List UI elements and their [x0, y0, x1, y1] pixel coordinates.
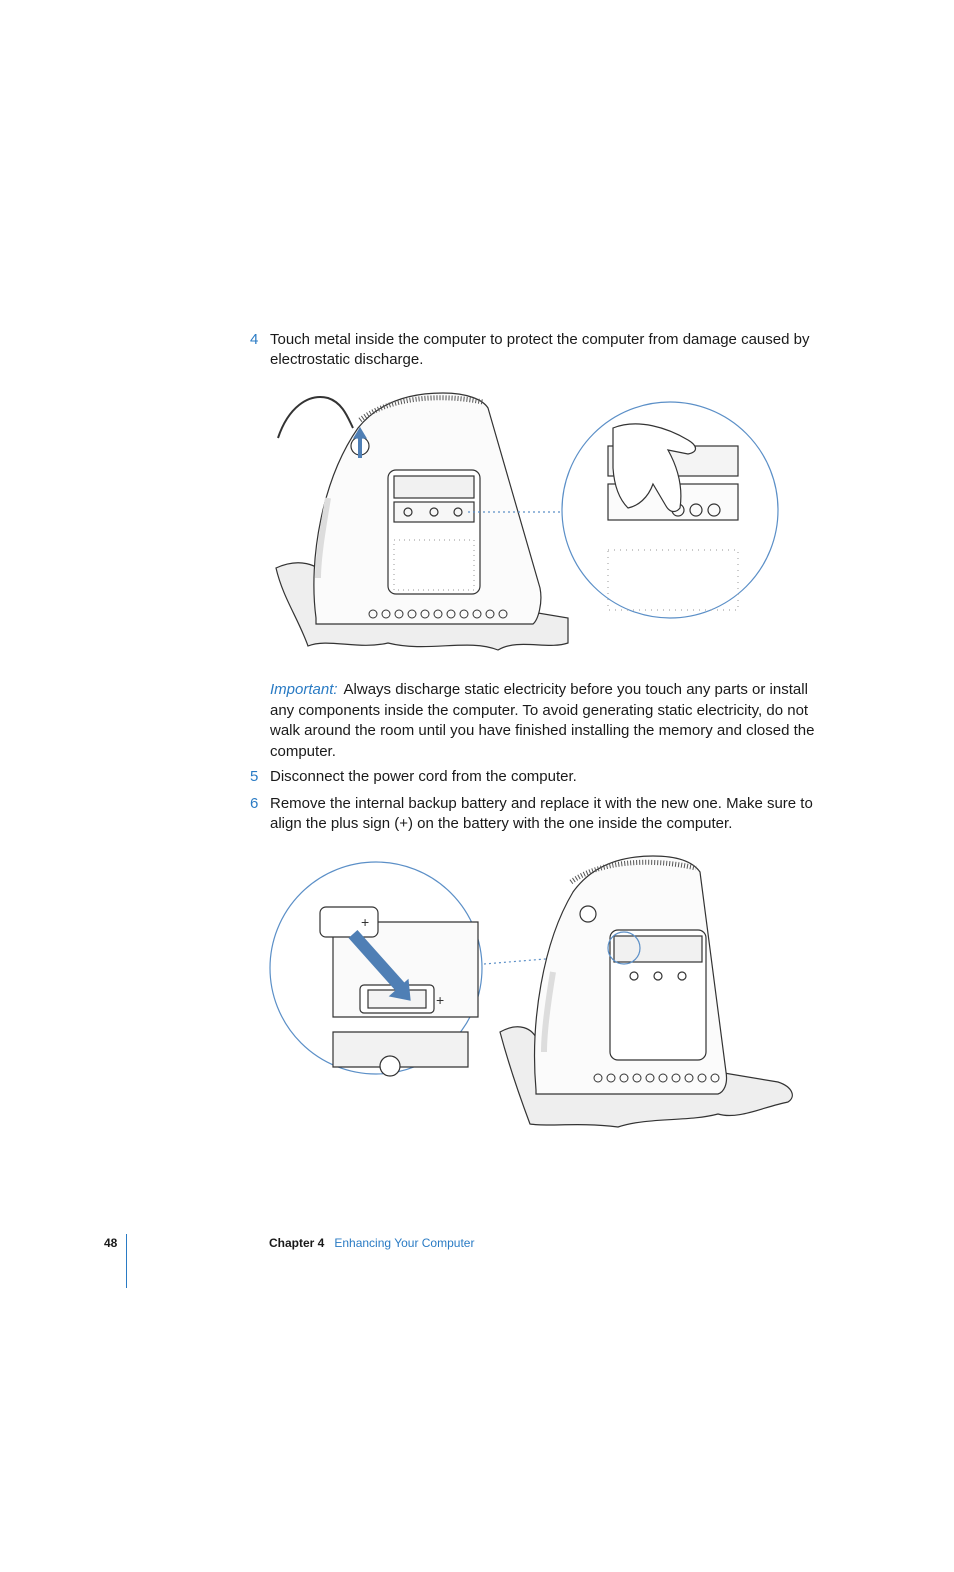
footer-chapter: Chapter 4 Enhancing Your Computer [269, 1236, 474, 1250]
figure-replace-battery: + + [269, 855, 793, 1128]
step-text: Disconnect the power cord from the compu… [270, 768, 577, 785]
step-number: 6 [250, 795, 259, 812]
power-cord [277, 396, 354, 439]
chapter-title: Enhancing Your Computer [334, 1236, 475, 1250]
battery [319, 906, 379, 938]
step-number: 4 [250, 331, 259, 348]
battery-plus-sign: + [361, 914, 369, 930]
holder-plus-sign: + [436, 992, 444, 1008]
battery-detail [319, 906, 479, 1077]
hand [612, 423, 697, 513]
page-number: 48 [104, 1236, 118, 1250]
important-note: Important:Always discharge static electr… [270, 680, 830, 762]
step-text: Remove the internal backup battery and r… [270, 795, 813, 832]
small-callout [607, 931, 641, 965]
important-label: Important: [270, 681, 338, 698]
footer-divider [126, 1234, 127, 1288]
callout-detail [607, 423, 739, 611]
chapter-label: Chapter 4 [269, 1236, 325, 1250]
step-number: 5 [250, 768, 259, 785]
step-text: Touch metal inside the computer to prote… [270, 331, 810, 368]
figure-touch-metal [275, 392, 779, 651]
important-text: Always discharge static electricity befo… [270, 681, 815, 760]
access-panel [387, 469, 481, 595]
